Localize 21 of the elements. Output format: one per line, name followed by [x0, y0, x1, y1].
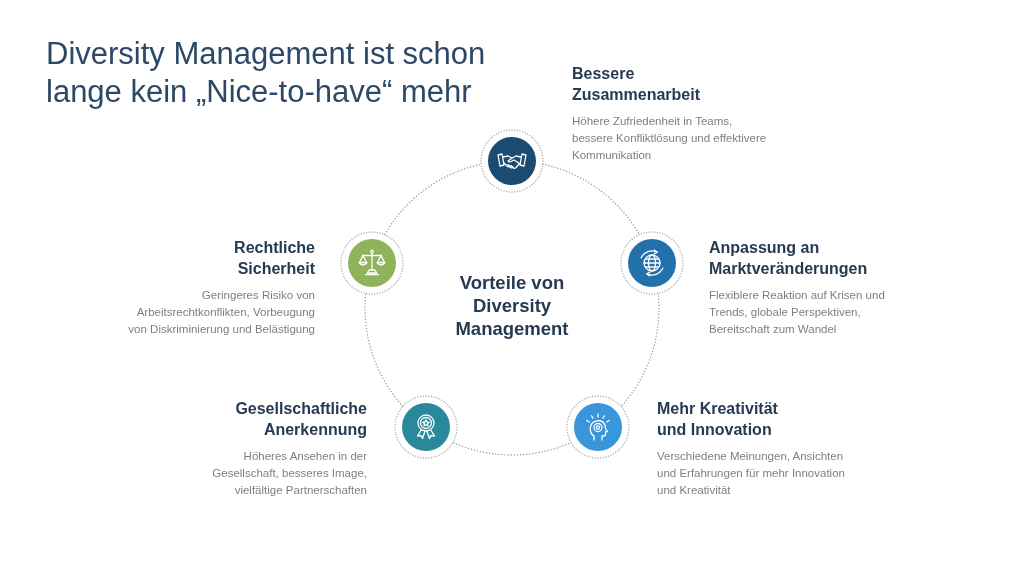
head-icon — [565, 393, 632, 460]
heading: Gesellschaftliche Anerkennung — [234, 399, 367, 440]
description: Höhere Zufriedenheit in Teams, bessere Konfliktlösung und effektivere Kommunikation — [572, 114, 768, 163]
description: Flexiblere Reaktion auf Krisen und Trends, globale Perspektiven, Bereitschaft zum Wandel — [709, 288, 886, 337]
handshake-icon — [479, 128, 545, 194]
description: Höheres Ansehen in der Gesellschaft, besseres Image, vielfältige Partnerschaften — [211, 449, 367, 498]
heading: Rechtliche Sicherheit — [233, 238, 315, 279]
award-icon — [392, 393, 459, 460]
heading: Anpassung an Marktveränderungen — [709, 238, 869, 279]
description: Verschiedene Meinungen, Ansichten und Erfahrungen für mehr Innovation und Kreativität — [657, 449, 846, 498]
dotted-connector — [620, 292, 660, 407]
dotted-connector — [364, 292, 404, 407]
globe-icon — [618, 229, 685, 296]
slide-title: Diversity Management ist schon lange kein „Nice-to-have“ mehr — [46, 35, 487, 111]
dotted-connector — [542, 163, 640, 235]
center-title: Vorteile von Diversity Management — [454, 271, 570, 340]
heading: Bessere Zusammenarbeit — [572, 64, 702, 105]
heading: Mehr Kreativität und Innovation — [657, 399, 779, 440]
description: Geringeres Risiko von Arbeitsrechtkonflikten, Vorbeugung von Diskriminierung und Belästigung — [127, 288, 315, 337]
scales-icon — [339, 229, 406, 296]
dotted-connector — [384, 163, 482, 235]
